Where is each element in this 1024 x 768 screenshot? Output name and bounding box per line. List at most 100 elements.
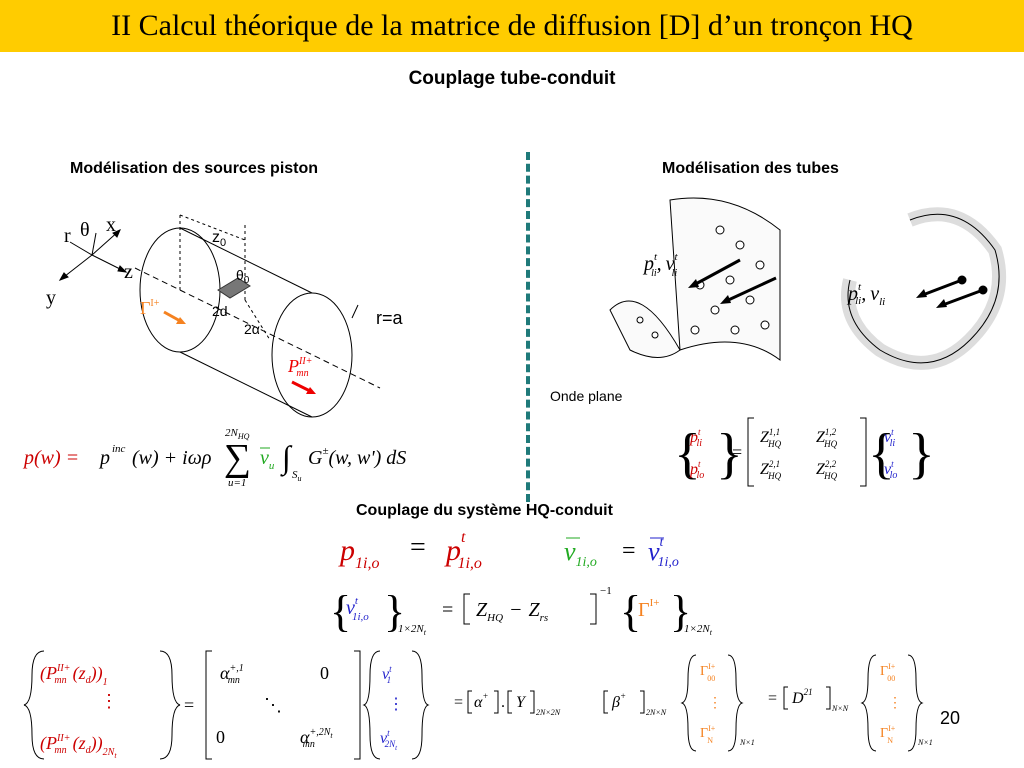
- svg-text:1×2Nt: 1×2Nt: [398, 623, 427, 637]
- svg-text:0: 0: [216, 727, 225, 747]
- svg-text:G±(w, w') dS: G±(w, w') dS: [308, 445, 406, 469]
- svg-text:⋮: ⋮: [100, 691, 118, 711]
- width-2d-label: 2d: [212, 303, 228, 319]
- svg-text:{: {: [330, 587, 351, 636]
- svg-text:}: }: [670, 587, 691, 636]
- svg-text:⋱: ⋱: [264, 695, 282, 715]
- svg-text:⋮: ⋮: [888, 696, 902, 711]
- svg-text:=: =: [442, 599, 453, 621]
- piston-surface: [217, 277, 251, 299]
- gamma-incident-label: ΓI+: [140, 298, 160, 318]
- source-equation: p(w) = p inc (w) + iωρ 2NHQ ∑ u=1 vu ∫ S…: [22, 427, 406, 489]
- svg-text:u=1: u=1: [228, 477, 246, 489]
- svg-text:0: 0: [320, 663, 329, 683]
- svg-text:{: {: [674, 423, 701, 485]
- section-divider: [526, 152, 530, 502]
- page-number: 20: [940, 708, 961, 728]
- tube1-arrow-icon: [691, 258, 741, 288]
- svg-text:}: }: [384, 587, 405, 636]
- svg-text:}: }: [908, 423, 930, 485]
- axis-y-label: y: [46, 287, 56, 309]
- axis-r-label: r: [64, 225, 71, 247]
- svg-text:∫: ∫: [280, 439, 293, 477]
- radius-label: r=a: [376, 308, 404, 328]
- slide-subtitle: Couplage tube-conduit: [408, 68, 616, 89]
- svg-text:(PII+mn(zd))2Nt: (PII+mn(zd))2Nt: [40, 733, 117, 760]
- left-section-label: Modélisation des sources piston: [70, 160, 319, 177]
- svg-text:.: .: [501, 694, 505, 711]
- axes-icon: [58, 229, 128, 281]
- svg-text:∑: ∑: [224, 437, 251, 479]
- theta0-label: θ0: [236, 267, 250, 286]
- svg-text:ΓI+00: ΓI+00: [700, 662, 716, 683]
- svg-text:2N×N: 2N×N: [646, 708, 667, 717]
- piston-cylinder-diagram: r θ x z y z0 θ0 2d 2α r=a ΓI+ PII+mn: [46, 214, 404, 418]
- svg-text:{: {: [868, 423, 895, 485]
- tube2-arrow-icon: [919, 278, 963, 298]
- svg-text:p: p: [98, 447, 110, 469]
- svg-text:ΓI+N: ΓI+N: [700, 724, 716, 745]
- svg-text:(PII+mn(zd))1: (PII+mn(zd))1: [40, 663, 108, 688]
- svg-text:=: =: [454, 694, 463, 711]
- coupling-section-label: Couplage du système HQ-conduit: [356, 502, 613, 519]
- axis-z-label: z: [124, 261, 133, 283]
- svg-text:=: =: [732, 442, 742, 462]
- svg-text:=: =: [410, 532, 426, 563]
- svg-text:vu: vu: [260, 447, 275, 472]
- perforated-tube-icon: [609, 197, 781, 361]
- right-section-label: Modélisation des tubes: [662, 160, 839, 177]
- slide-title: II Calcul théorique de la matrice de dif…: [0, 0, 1024, 52]
- svg-text:⋮: ⋮: [708, 696, 722, 711]
- svg-text:2NHQ: 2NHQ: [225, 427, 250, 441]
- angle-2alpha-label: 2α: [244, 321, 260, 337]
- svg-text:p(w) =: p(w) =: [22, 447, 79, 469]
- svg-text:−1: −1: [600, 585, 612, 597]
- svg-text:2N×2N: 2N×2N: [536, 708, 561, 717]
- svg-text:p1i,o: p1i,o: [338, 534, 379, 572]
- svg-text:}: }: [716, 423, 743, 485]
- svg-text:ΓI+00: ΓI+00: [880, 662, 896, 683]
- svg-text:α+: α+: [474, 691, 488, 711]
- axis-x-label: x: [106, 214, 116, 236]
- svg-text:Z2,2HQ: Z2,2HQ: [816, 459, 838, 481]
- svg-text:=: =: [184, 695, 194, 715]
- svg-text:(w) + iωρ: (w) + iωρ: [132, 447, 211, 469]
- svg-text:ZHQ−Zrs: ZHQ−Zrs: [476, 599, 548, 624]
- svg-text:=: =: [622, 538, 636, 564]
- svg-text:⋮: ⋮: [388, 696, 404, 713]
- svg-text:D21: D21: [791, 687, 813, 707]
- svg-text:N×N: N×N: [831, 704, 849, 713]
- svg-text:Z1,2HQ: Z1,2HQ: [816, 427, 838, 449]
- svg-text:ΓI+N: ΓI+N: [880, 724, 896, 745]
- axis-theta-label: θ: [80, 219, 90, 241]
- p-mn-label: PII+mn: [287, 356, 312, 379]
- svg-text:Z2,1HQ: Z2,1HQ: [760, 459, 782, 481]
- svg-text:ΓI+: ΓI+: [638, 597, 659, 621]
- plane-wave-caption: Onde plane: [550, 388, 623, 404]
- svg-text:Y: Y: [516, 694, 527, 711]
- svg-text:{: {: [620, 587, 641, 636]
- svg-text:α+,1mn: α+,1mn: [220, 663, 244, 686]
- svg-text:=: =: [768, 690, 777, 707]
- svg-text:N×1: N×1: [739, 738, 755, 747]
- svg-text:β+: β+: [611, 691, 626, 711]
- svg-text:inc: inc: [112, 443, 126, 455]
- svg-text:Z1,1HQ: Z1,1HQ: [760, 427, 782, 449]
- z0-label: z0: [212, 229, 226, 249]
- svg-text:vt1: vt1: [382, 664, 392, 685]
